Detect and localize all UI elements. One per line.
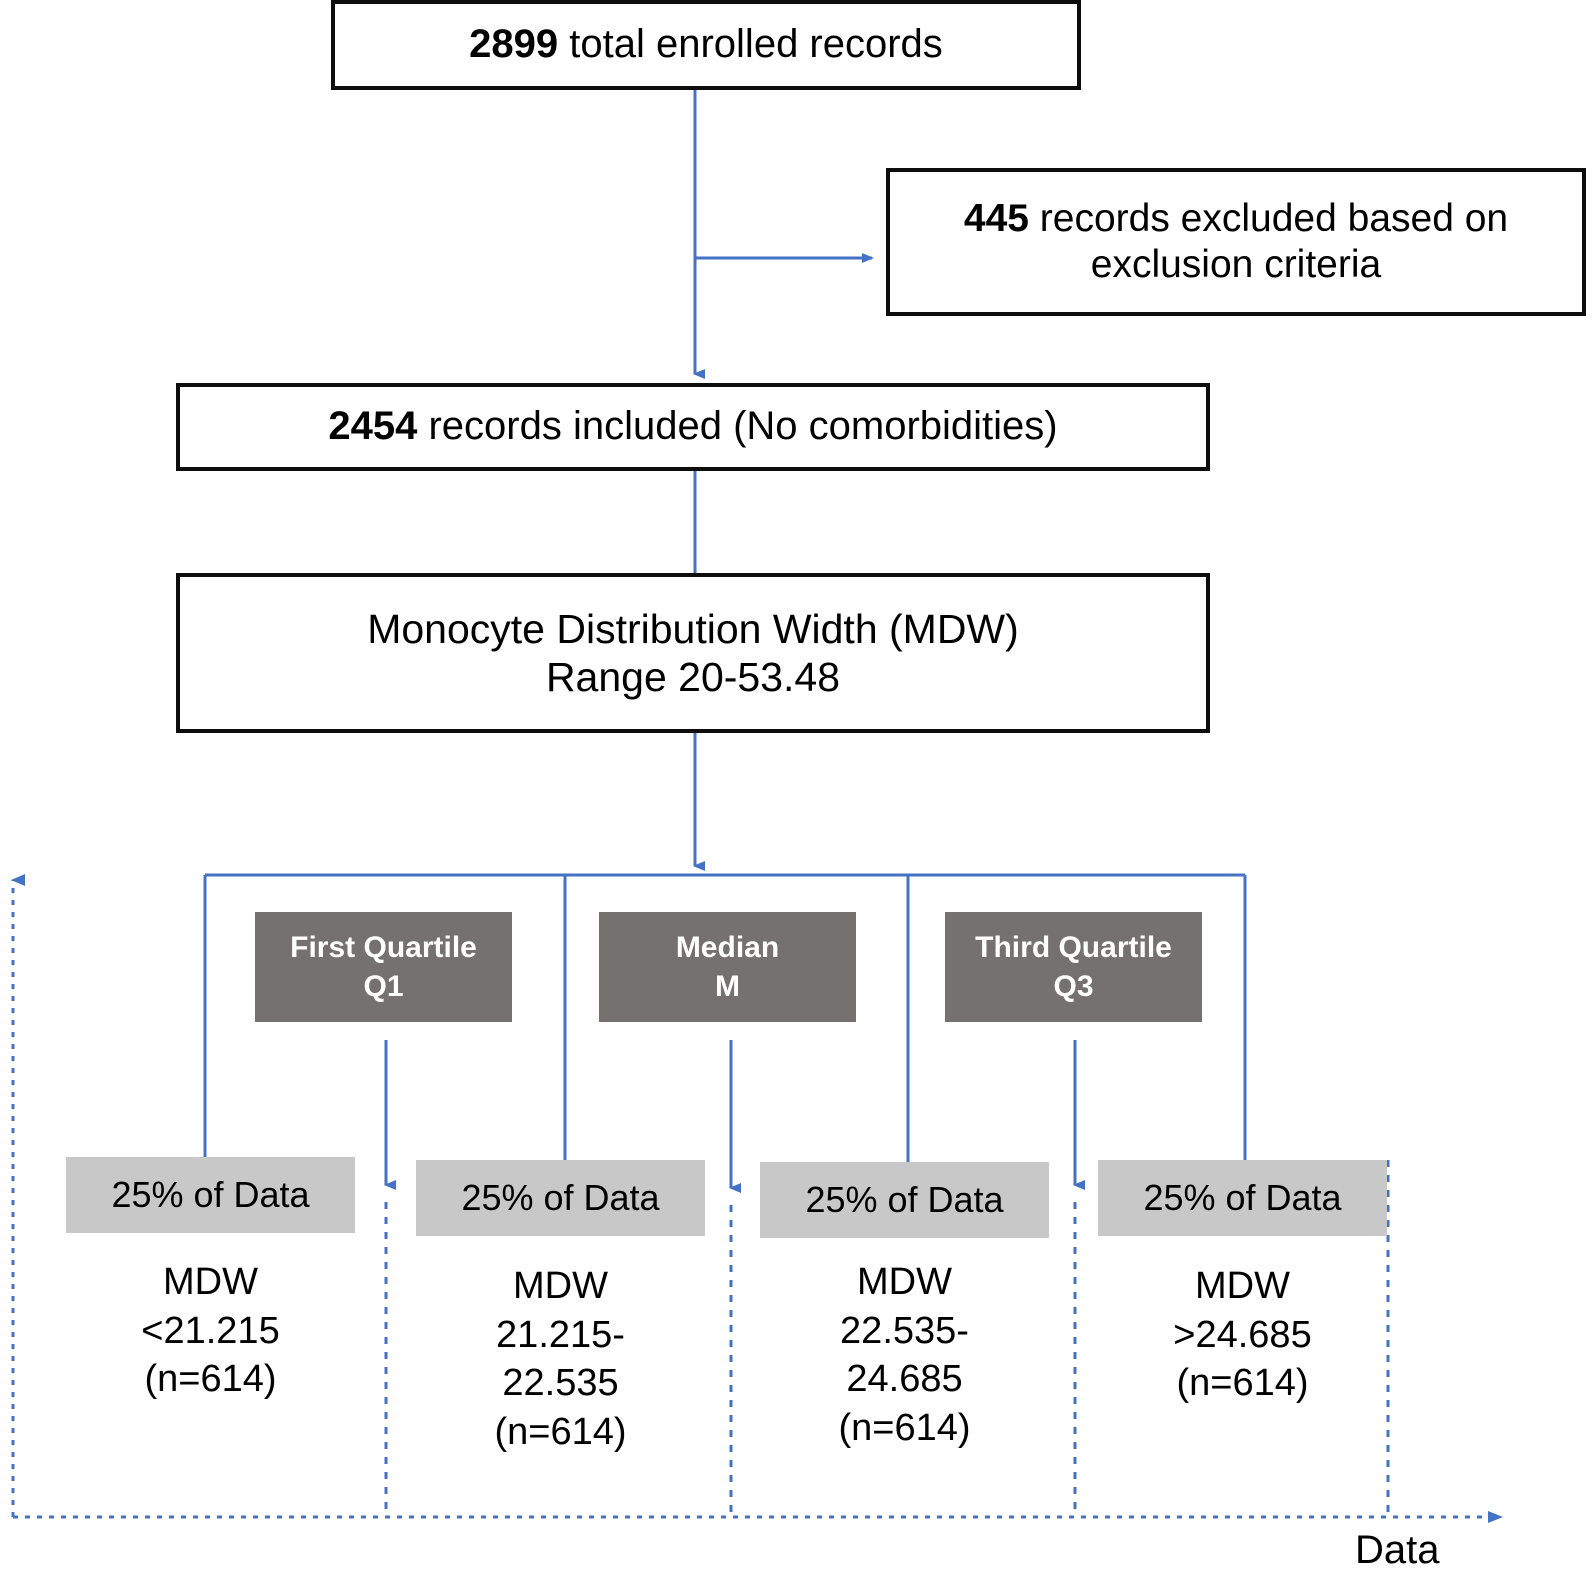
node-total-enrolled-records: 2899 total enrolled records xyxy=(331,0,1081,90)
bin-share-4-label: 25% of Data xyxy=(1143,1177,1342,1218)
quartile-q3-line2: Q3 xyxy=(1053,970,1094,1003)
bin-range-caption-1: MDW <21.215 (n=614) xyxy=(141,1261,280,1401)
included-label: records included (No comorbidities) xyxy=(417,404,1058,449)
bin-range-caption-4: MDW >24.685 (n=614) xyxy=(1173,1265,1312,1405)
enrolled-count: 2899 xyxy=(469,22,559,67)
quartile-m-line2: M xyxy=(714,970,740,1003)
bin-share-4: 25% of Data xyxy=(1098,1160,1387,1236)
bin-share-1-label: 25% of Data xyxy=(111,1174,310,1215)
bin-share-3-label: 25% of Data xyxy=(805,1179,1004,1220)
excluded-count: 445 xyxy=(963,196,1029,240)
quartile-q1-line1: First Quartile xyxy=(290,931,477,964)
node-mdw-text: Monocyte Distribution Width (MDW)Range 2… xyxy=(180,605,1206,702)
node-total-enrolled-records-text: 2899 total enrolled records xyxy=(335,21,1077,68)
node-records-included: 2454 records included (No comorbidities) xyxy=(176,383,1210,471)
bin-share-3: 25% of Data xyxy=(760,1162,1049,1238)
quartile-q3-line1: Third Quartile xyxy=(975,931,1172,964)
quartile-q1-line2: Q1 xyxy=(363,970,404,1003)
bin-share-2: 25% of Data xyxy=(416,1160,705,1236)
bin-share-1: 25% of Data xyxy=(66,1157,355,1233)
excluded-label: records excluded based on exclusion crit… xyxy=(1028,196,1509,286)
node-records-excluded: 445 records excluded based on exclusion … xyxy=(886,168,1586,316)
bin-range-caption-3: MDW 22.535- 24.685 (n=614) xyxy=(838,1261,971,1449)
node-records-included-text: 2454 records included (No comorbidities) xyxy=(180,403,1206,450)
mdw-title: Monocyte Distribution Width (MDW) xyxy=(367,605,1019,652)
axis-label-data: Data xyxy=(1355,1528,1440,1572)
included-count: 2454 xyxy=(328,404,418,449)
enrolled-label: total enrolled records xyxy=(558,22,943,67)
mdw-range: Range 20-53.48 xyxy=(545,654,841,700)
node-records-excluded-text: 445 records excluded based on exclusion … xyxy=(890,196,1582,288)
node-monocyte-distribution-width: Monocyte Distribution Width (MDW)Range 2… xyxy=(176,573,1210,733)
bin-share-2-label: 25% of Data xyxy=(461,1177,660,1218)
bin-range-caption-2: MDW 21.215- 22.535 (n=614) xyxy=(494,1265,627,1453)
quartile-m-line1: Median xyxy=(675,931,780,964)
